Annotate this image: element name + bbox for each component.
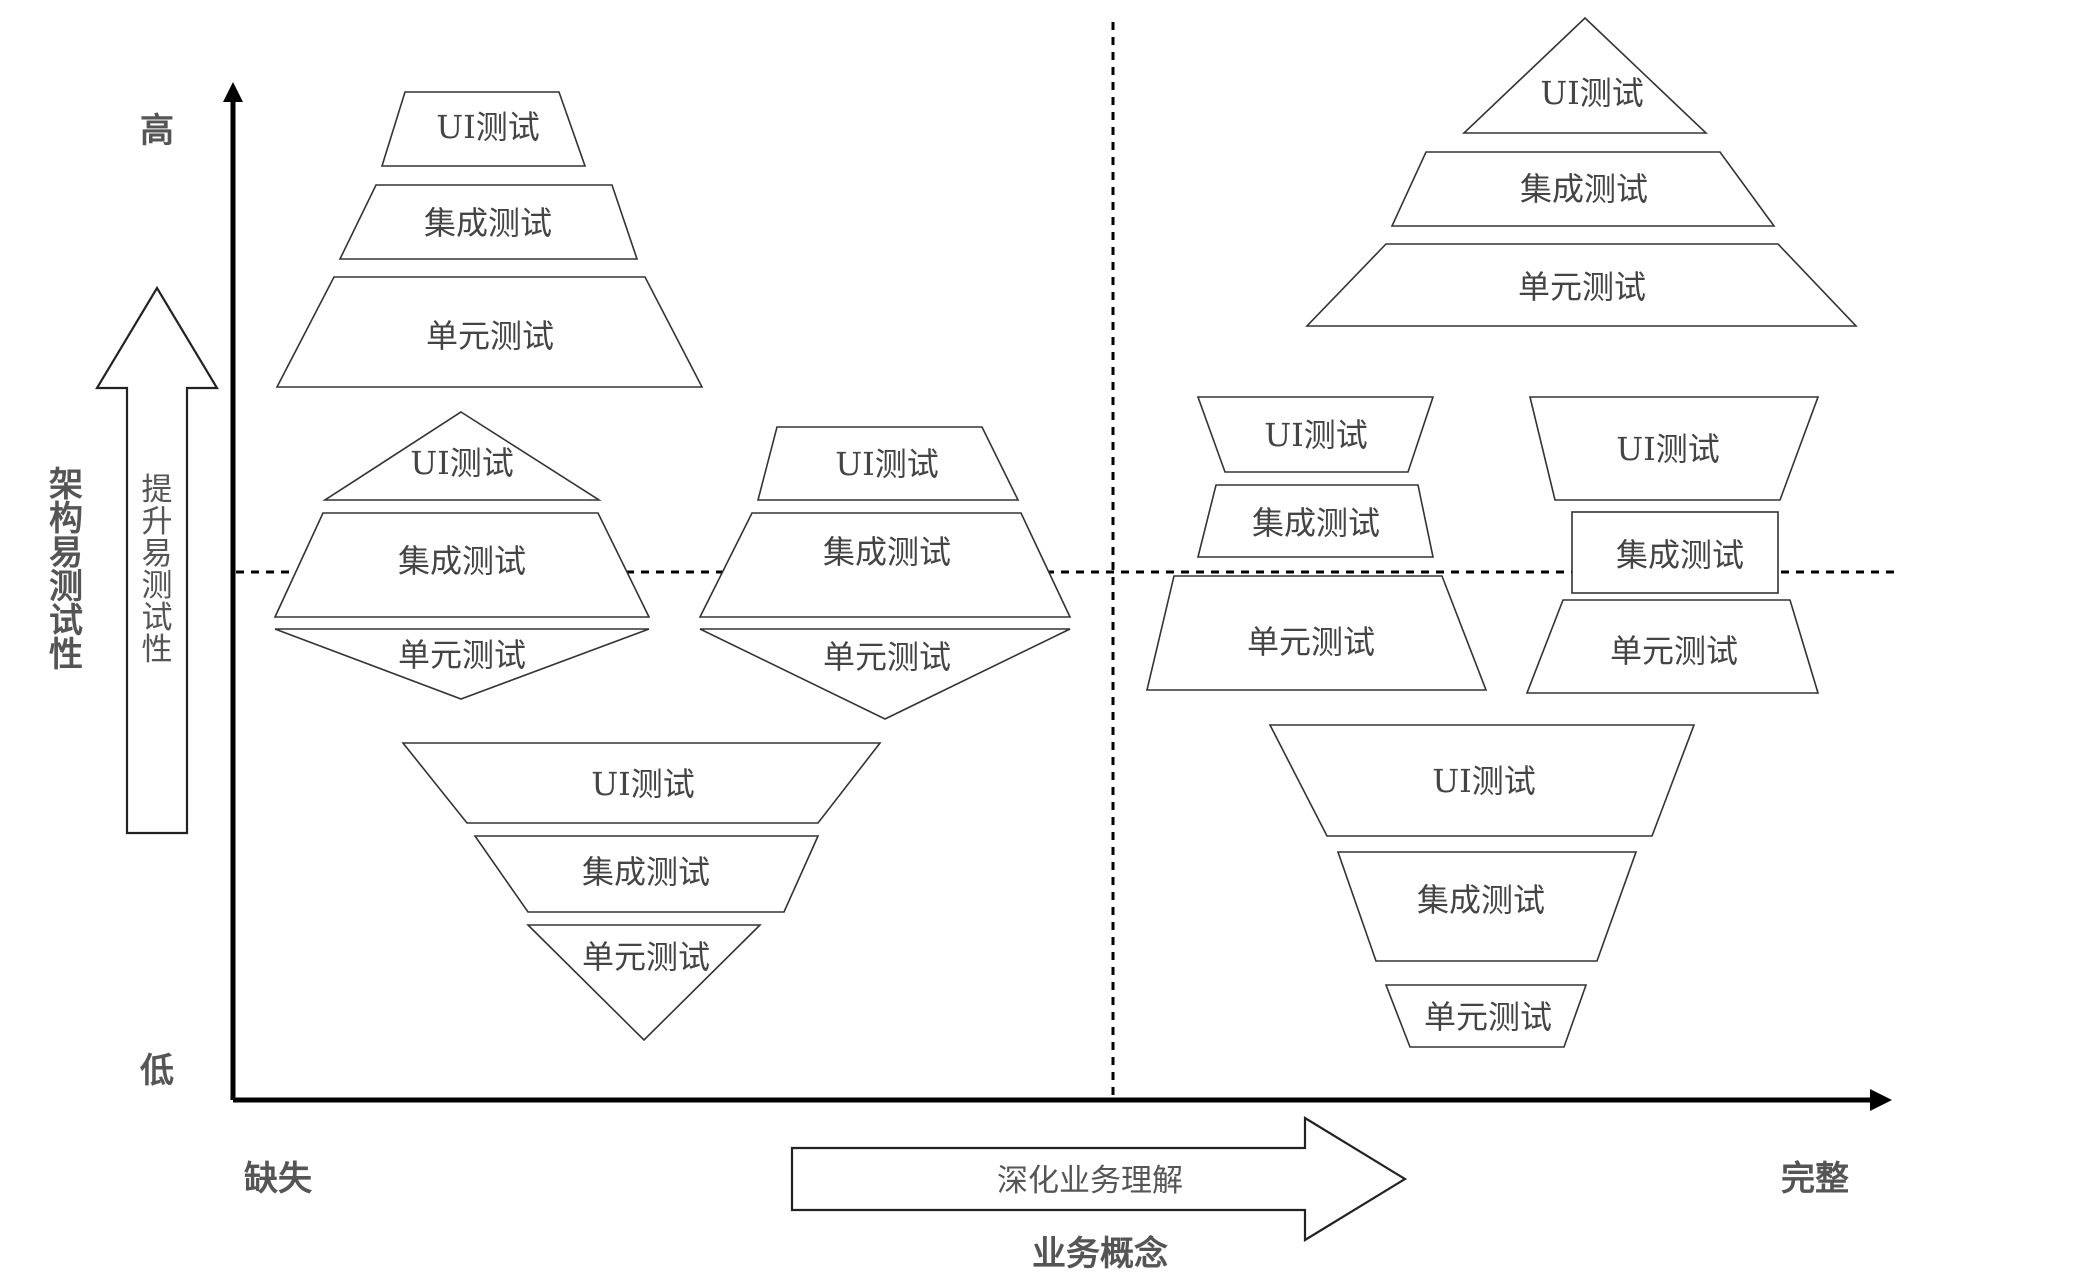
ui-test-label: UI测试 [410,444,514,482]
y-title-char: 构 [49,499,83,539]
y-axis-arrowhead [223,82,243,102]
unit-test-layer [526,924,762,1042]
integration-test-layer [1571,511,1779,594]
unit-test-layer [1525,599,1820,694]
integration-test-layer [1390,151,1776,227]
x-arrow-label: 深化业务理解 [997,1163,1183,1199]
y-arrow-char: 性 [142,632,173,668]
unit-test-layer [1305,243,1858,327]
integration-test-layer [698,512,1072,618]
y-axis-title: 架 构 易 测 试 性 [49,465,83,675]
unit-test-label: 单元测试 [823,638,951,676]
ui-test-layer [380,91,587,167]
x-axis-arrowhead [1870,1089,1892,1111]
integration-test-layer [1336,851,1638,962]
model-bottom-left-inverted-pyramid: UI测试 集成测试 单元测试 [401,742,882,1042]
unit-test-label: 单元测试 [398,636,526,674]
unit-test-label: 单元测试 [1247,623,1375,661]
ui-test-label: UI测试 [591,765,695,803]
y-arrow-char: 易 [142,536,173,572]
model-left-diamond: UI测试 集成测试 单元测试 [273,411,651,700]
ui-test-label: UI测试 [1540,74,1644,112]
y-low-label: 低 [140,1051,174,1091]
integration-test-layer [1196,484,1434,558]
model-right-hourglass: UI测试 集成测试 单元测试 [1525,396,1820,694]
y-arrow-char: 升 [142,504,173,540]
unit-test-layer [274,628,650,700]
unit-test-label: 单元测试 [1424,998,1552,1036]
model-top-left-pyramid: UI测试 集成测试 单元测试 [275,91,704,388]
unit-test-label: 单元测试 [582,938,710,976]
deepen-understanding-arrow [790,1116,1408,1242]
ui-test-label: UI测试 [1616,430,1720,468]
y-title-char: 性 [49,635,83,675]
y-title-char: 测 [49,567,83,607]
integration-test-label: 集成测试 [398,542,526,580]
unit-test-layer [1145,575,1488,691]
integration-test-label: 集成测试 [823,533,951,571]
integration-test-label: 集成测试 [1417,881,1545,919]
x-right-label: 完整 [1781,1159,1849,1199]
y-high-label: 高 [140,111,174,151]
ui-test-label: UI测试 [1264,416,1368,454]
unit-test-label: 单元测试 [1518,268,1646,306]
y-arrow-label: 提 升 易 测 试 性 [142,472,173,668]
x-left-label: 缺失 [244,1159,313,1199]
integration-test-label: 集成测试 [1616,536,1744,574]
ui-test-layer [1461,16,1709,134]
unit-test-label: 单元测试 [1610,632,1738,670]
y-title-char: 架 [49,465,83,505]
ui-test-layer [1196,396,1435,473]
integration-test-layer [273,512,651,618]
ui-test-layer [401,742,882,824]
integration-test-label: 集成测试 [582,853,710,891]
unit-test-layer [699,628,1071,720]
model-top-right-pyramid: UI测试 集成测试 单元测试 [1305,16,1858,327]
ui-test-layer [756,426,1020,501]
ui-test-layer [322,411,602,501]
x-axis-title: 业务概念 [1032,1234,1168,1274]
unit-test-layer [275,276,704,388]
ui-test-label: UI测试 [835,445,939,483]
model-middle-diamond: UI测试 集成测试 单元测试 [698,426,1072,720]
y-title-char: 试 [49,601,83,641]
integration-test-label: 集成测试 [1520,170,1648,208]
ui-test-label: UI测试 [436,108,540,146]
model-bottom-right-inverted: UI测试 集成测试 单元测试 [1268,724,1696,1048]
ui-test-layer [1528,396,1820,501]
y-arrow-char: 试 [142,600,173,636]
integration-test-label: 集成测试 [424,204,552,242]
y-arrow-char: 测 [142,568,173,604]
y-title-char: 易 [49,533,83,573]
integration-test-layer [338,184,639,260]
unit-test-label: 单元测试 [426,317,554,355]
integration-test-label: 集成测试 [1252,504,1380,542]
unit-test-layer [1384,984,1588,1048]
model-hourglass: UI测试 集成测试 单元测试 [1145,396,1488,691]
ui-test-label: UI测试 [1432,762,1536,800]
integration-test-layer [473,835,820,913]
y-arrow-char: 提 [142,472,173,508]
improve-testability-arrow [95,285,219,835]
ui-test-layer [1268,724,1696,837]
